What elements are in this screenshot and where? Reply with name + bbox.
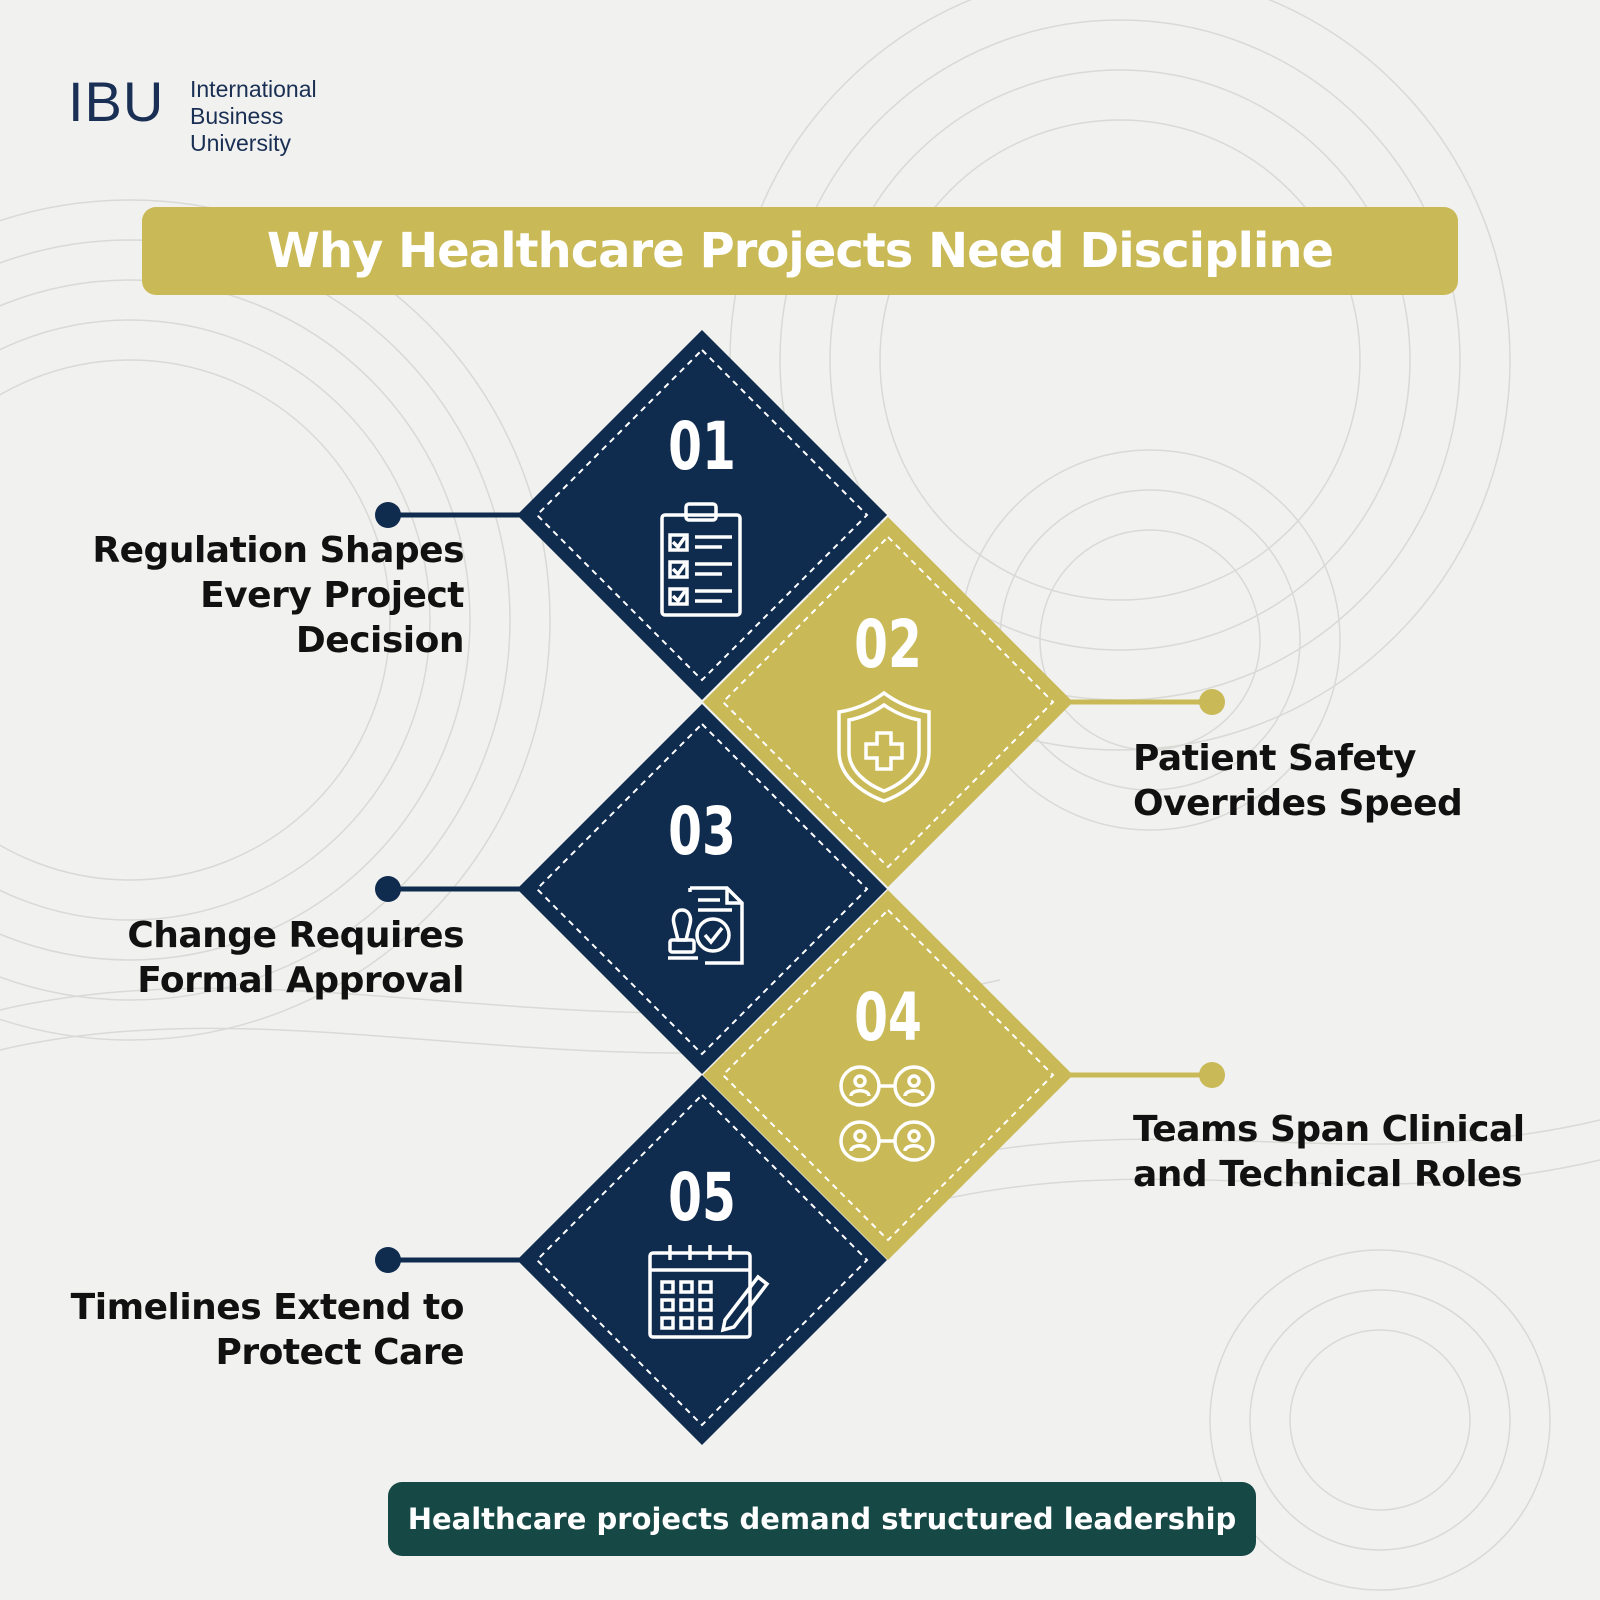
step-label-02: Patient Safety Overrides Speed	[1133, 736, 1463, 826]
diamond-02	[703, 517, 1073, 887]
logo-line: International	[190, 76, 317, 102]
step-number-05: 05	[668, 1159, 736, 1236]
connector-01	[375, 502, 522, 528]
calendar-pencil-icon	[648, 1245, 770, 1339]
label-line: Protect Care	[215, 1332, 465, 1373]
connector-05	[375, 1247, 522, 1273]
label-line: Overrides Speed	[1133, 783, 1463, 824]
logo-wordmark: International Business University	[190, 76, 317, 157]
team-network-icon	[839, 1065, 935, 1162]
label-line: and Technical Roles	[1133, 1154, 1522, 1195]
label-line: Decision	[295, 620, 465, 661]
logo-mark: IBU	[68, 70, 165, 133]
label-line: Timelines Extend to	[70, 1287, 465, 1328]
connector-04	[1070, 1062, 1225, 1088]
step-number-02: 02	[854, 606, 922, 683]
logo-line: Business	[190, 103, 284, 129]
diamond-05	[517, 1075, 887, 1445]
footer-tagline: Healthcare projects demand structured le…	[407, 1502, 1237, 1536]
logo-line: University	[190, 130, 291, 156]
diamond-04	[703, 890, 1073, 1260]
label-line: Patient Safety	[1133, 738, 1417, 779]
label-line: Every Project	[200, 575, 464, 616]
step-label-03: Change Requires Formal Approval	[127, 913, 464, 1003]
page-title: Why Healthcare Projects Need Discipline	[266, 223, 1334, 279]
step-label-01: Regulation Shapes Every Project Decision	[92, 528, 464, 663]
step-number-01: 01	[668, 408, 736, 485]
label-line: Change Requires	[127, 915, 464, 956]
step-label-05: Timelines Extend to Protect Care	[70, 1285, 465, 1375]
step-number-04: 04	[854, 979, 922, 1056]
label-line: Teams Span Clinical	[1133, 1109, 1525, 1150]
clipboard-checklist-icon	[660, 502, 742, 617]
footer-banner: Healthcare projects demand structured le…	[388, 1482, 1256, 1556]
approval-stamp-document-icon	[668, 886, 744, 965]
step-label-04: Teams Span Clinical and Technical Roles	[1133, 1107, 1525, 1197]
connector-03	[375, 876, 522, 902]
connector-02	[1070, 689, 1225, 715]
shield-cross-icon	[837, 690, 931, 803]
label-line: Regulation Shapes	[92, 530, 464, 571]
title-banner: Why Healthcare Projects Need Discipline	[142, 207, 1458, 295]
step-number-03: 03	[668, 793, 736, 870]
label-line: Formal Approval	[137, 960, 464, 1001]
